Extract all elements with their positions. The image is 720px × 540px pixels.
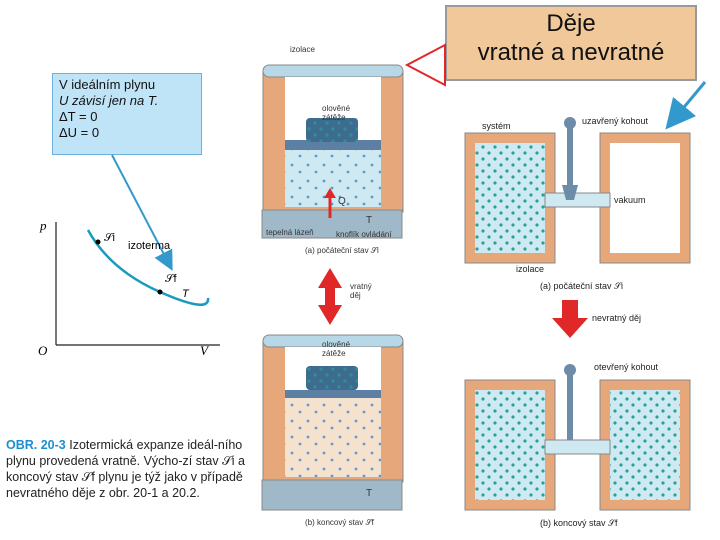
title-left-arrow <box>404 43 446 87</box>
figure-caption-text: Izotermická expanze ideál-ního plynu pro… <box>6 438 245 500</box>
insulation-label-right: izolace <box>516 264 545 274</box>
final-point-label: 𝒮f <box>165 273 177 285</box>
note-line3: ΔT = 0 <box>59 109 98 124</box>
heat-label: Q <box>338 196 346 207</box>
cylinder-top-caption: (a) počáteční stav 𝒮i <box>305 246 379 255</box>
irreversible-label: nevratný děj <box>592 313 642 323</box>
irreversible-arrow <box>552 300 588 338</box>
open-valve-label: otevřený kohout <box>594 362 659 372</box>
free-expansion-final <box>464 364 691 511</box>
temperature-label: T <box>182 288 189 300</box>
reservoir-label: tepelná lázeň <box>266 228 314 237</box>
cylinder-bottom-caption: (b) koncový stav 𝒮f <box>305 518 374 527</box>
x-axis-label: V <box>200 343 208 358</box>
cylinder-initial <box>261 64 404 239</box>
reversible-label: vratný děj <box>350 282 372 300</box>
closed-valve-label: uzavřený kohout <box>582 116 649 126</box>
slide-title-line2: vratné a nevratné <box>477 39 665 66</box>
insulation-label-top: izolace <box>290 45 315 54</box>
system-label: systém <box>482 121 511 131</box>
final-point <box>157 289 163 295</box>
reversible-arrow <box>318 268 342 325</box>
note-line4: ΔU = 0 <box>59 125 100 140</box>
y-axis-label: p <box>40 218 47 233</box>
origin-label: O <box>38 343 48 358</box>
initial-point <box>95 239 101 245</box>
free-expansion-bottom-caption: (b) koncový stav 𝒮f <box>540 518 618 528</box>
figure-id: OBR. 20-3 <box>6 438 66 452</box>
note-line2: U závisí jen na T. <box>59 93 159 108</box>
free-expansion-top-caption: (a) počáteční stav 𝒮i <box>540 281 624 291</box>
initial-point-label: 𝒮i <box>104 232 115 244</box>
weights-label-bottom: olověné zátěže <box>322 340 351 358</box>
temp-label-top: T <box>366 215 373 226</box>
vacuum-label: vakuum <box>614 195 646 205</box>
title-pointer-arrow <box>665 81 707 130</box>
cylinder-final <box>261 334 404 511</box>
free-expansion-initial <box>464 117 691 264</box>
slide-title-box: Děje vratné a nevratné <box>445 5 697 81</box>
figure-caption: OBR. 20-3 Izotermická expanze ideál-ního… <box>6 437 246 501</box>
note-pointer-arrow <box>111 154 173 271</box>
ideal-gas-note: V ideálním plynu U závisí jen na T. ΔT =… <box>52 73 202 155</box>
slide-title-line1: Děje <box>546 10 596 37</box>
isotherm-label: izoterma <box>128 240 171 252</box>
weights-label-top: olověné zátěže <box>322 104 351 122</box>
pv-graph <box>55 222 220 346</box>
temp-label-bottom: T <box>366 488 373 499</box>
note-line1: V ideálním plynu <box>59 77 156 92</box>
knob-label: knoflík ovládání <box>336 230 392 239</box>
